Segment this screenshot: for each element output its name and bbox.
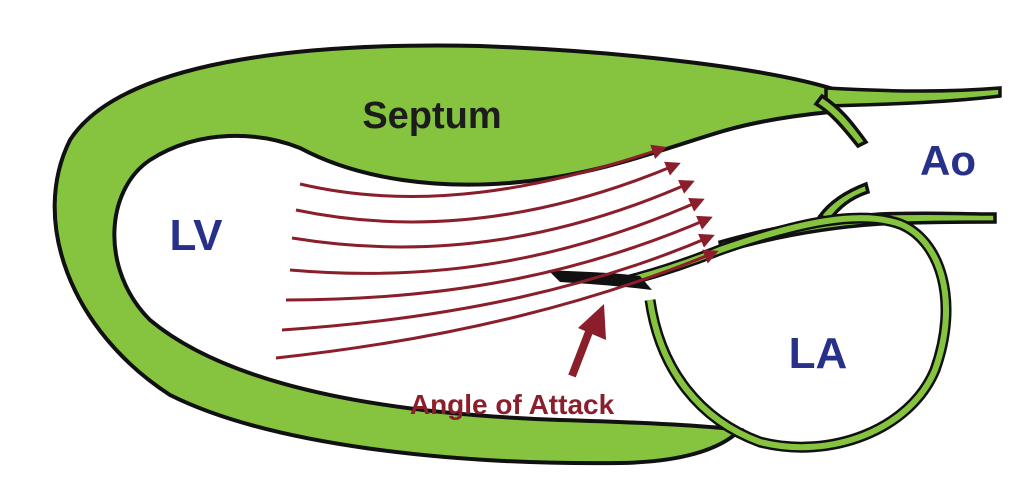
flow-line-6 (281, 233, 715, 332)
aortic-wall-upper (824, 86, 1002, 108)
flow-line-5 (285, 215, 713, 302)
ao-label: Ao (920, 137, 976, 184)
lv-label: LV (170, 211, 224, 260)
flow-line-3 (291, 179, 695, 249)
flow-line-4 (289, 197, 705, 275)
aortic-leaflet-bottom (817, 181, 871, 223)
flow-line-1 (299, 144, 667, 199)
aortic-leaflet-top (813, 93, 869, 149)
angle-of-attack-label: Angle of Attack (410, 389, 615, 420)
pointer-arrow-shaft (568, 322, 596, 378)
septum-label: Septum (362, 95, 501, 137)
flow-line-2 (295, 161, 681, 224)
la-label: LA (789, 329, 848, 378)
pointer-arrow-head (578, 304, 606, 340)
pointer-arrow-icon (568, 304, 606, 378)
flow-arrow-icon (275, 144, 719, 360)
left-atrium-wall-fill (629, 215, 949, 451)
flow-line-7 (275, 249, 719, 360)
left-ventricle-wall (52, 43, 832, 466)
